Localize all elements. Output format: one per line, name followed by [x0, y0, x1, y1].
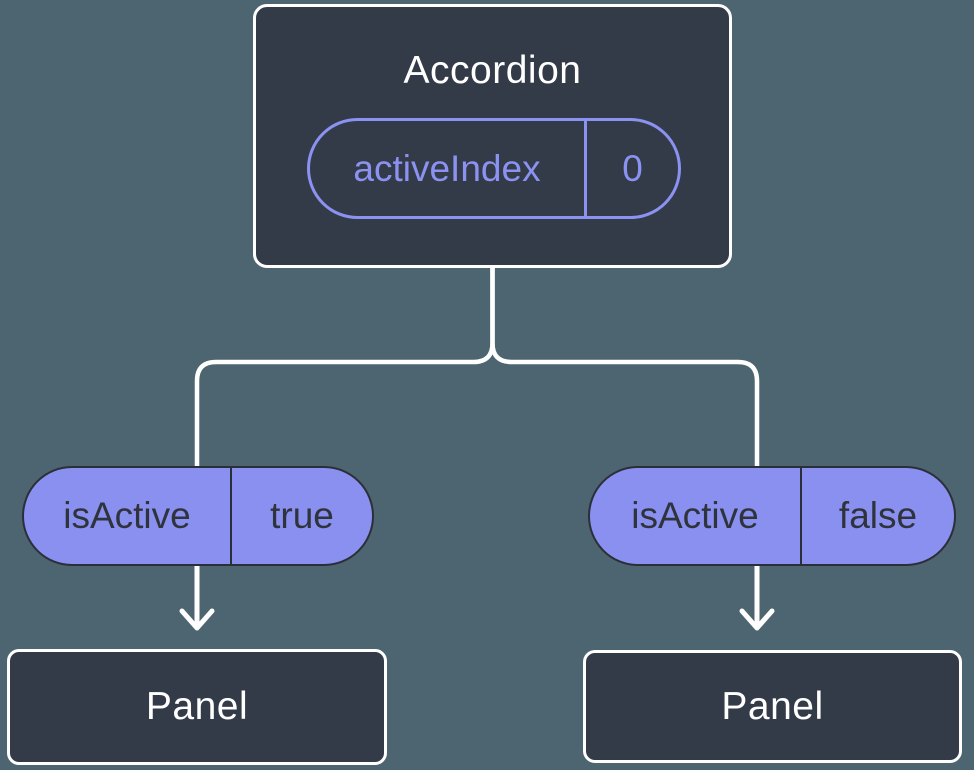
- state-pill: activeIndex 0: [307, 118, 681, 219]
- prop-pill-right-value: false: [838, 495, 918, 536]
- panel-node-left: Panel: [7, 649, 387, 765]
- prop-pill-right: isActive false: [588, 466, 956, 566]
- edge-root-to-left-pill: [194, 263, 495, 471]
- arrow-down-right-icon: [739, 563, 775, 631]
- prop-pill-left-name: isActive: [24, 468, 232, 564]
- panel-left-title: Panel: [145, 685, 249, 728]
- arrow-down-left-icon: [179, 563, 215, 631]
- accordion-node-title: Accordion: [403, 49, 582, 92]
- panel-right-title: Panel: [721, 684, 824, 728]
- state-pill-value: 0: [622, 147, 643, 189]
- state-pill-name: activeIndex: [310, 121, 587, 216]
- prop-pill-left: isActive true: [22, 466, 374, 566]
- prop-pill-left-value: true: [270, 495, 334, 536]
- panel-node-right: Panel: [583, 650, 962, 763]
- prop-pill-right-name: isActive: [590, 468, 802, 564]
- accordion-node: Accordion activeIndex 0: [253, 4, 732, 268]
- edge-root-to-right-pill: [490, 263, 760, 471]
